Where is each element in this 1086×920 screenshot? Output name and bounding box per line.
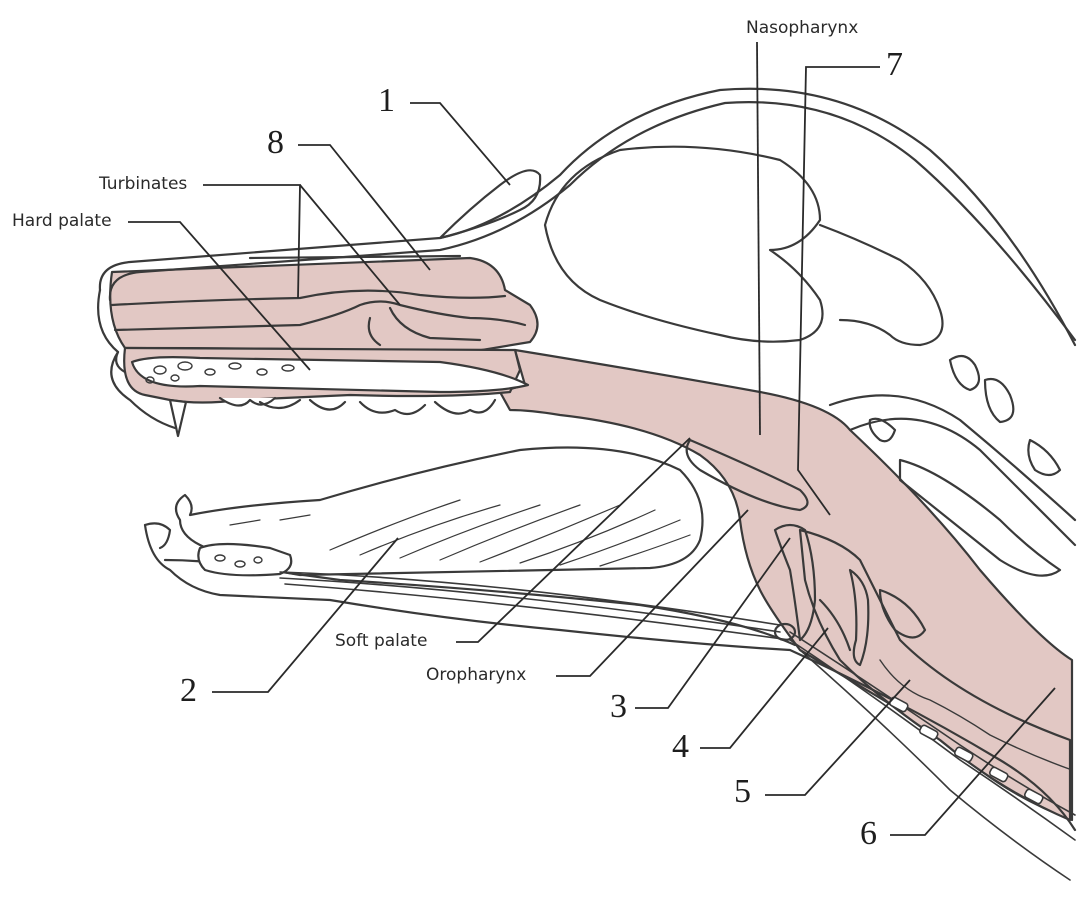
leader-lines (128, 41, 1056, 836)
number-4: 4 (672, 728, 689, 765)
number-5: 5 (734, 773, 751, 810)
vertebra-shapes (868, 354, 1062, 577)
leader-oropharynx (556, 509, 749, 677)
hard-palate-bone (130, 356, 530, 394)
soft-palate (685, 438, 809, 512)
number-6: 6 (860, 815, 877, 852)
mandible-bone (197, 542, 293, 577)
number-8: 8 (267, 124, 284, 161)
leader-hard-palate (128, 221, 311, 371)
cranial-cavity (543, 145, 824, 343)
leader-1 (410, 102, 511, 186)
label-oropharynx: Oropharynx (426, 665, 527, 685)
tongue-muscle-fibers (229, 499, 691, 567)
leader-6 (890, 687, 1056, 836)
leader-8 (298, 144, 431, 271)
frontal-sinus (438, 169, 542, 240)
hyoid-bone (773, 622, 797, 642)
epiglottis (773, 523, 817, 642)
turbinate-lines (110, 254, 527, 347)
tracheal-rings (888, 696, 1044, 805)
number-2: 2 (180, 672, 197, 709)
label-turbinates: Turbinates (99, 174, 188, 194)
number-3: 3 (610, 688, 627, 725)
number-7: 7 (886, 46, 903, 83)
upper-teeth (168, 396, 497, 438)
label-soft-palate: Soft palate (335, 631, 428, 651)
leader-7 (797, 66, 880, 516)
palate-bone-texture (145, 361, 295, 384)
leader-turbinates (203, 184, 401, 306)
number-1: 1 (378, 82, 395, 119)
leader-nasopharynx (756, 41, 761, 436)
hyoid-lines (279, 571, 1076, 881)
leader-5 (765, 679, 911, 796)
label-hard-palate: Hard palate (12, 211, 112, 231)
label-nasopharynx: Nasopharynx (746, 18, 859, 38)
leader-3 (635, 537, 791, 709)
leader-soft-palate (456, 437, 691, 643)
nasal-cavity (109, 256, 539, 354)
leader-4 (700, 627, 829, 749)
larynx-structures (818, 568, 927, 667)
leader-2 (212, 537, 399, 693)
